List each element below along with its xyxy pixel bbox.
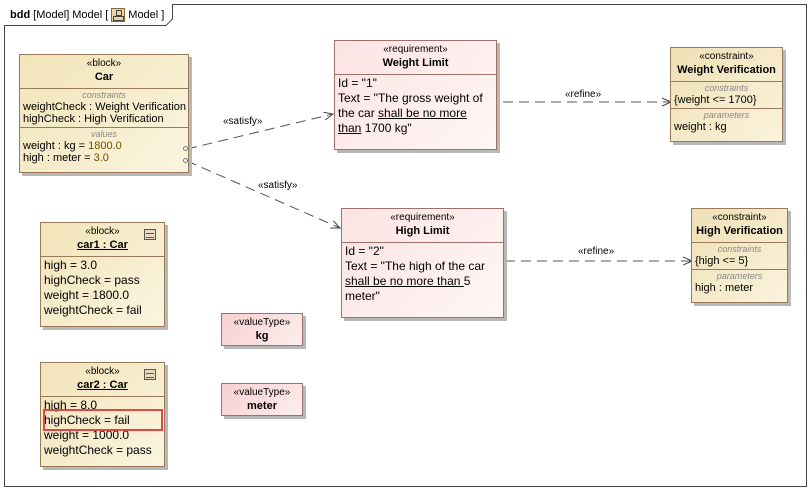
keyword: shall be [345,274,390,288]
stereotype: «requirement» [390,212,455,223]
bracket-close: ] [161,8,165,21]
requirement-text: shall be no more than 5 [345,274,500,289]
value-default: 3.0 [93,152,109,164]
highlight-box [43,409,163,431]
stereotype: «constraint» [699,51,754,62]
satisfy-edge-high[interactable] [186,160,340,228]
keyword: no more [422,106,467,120]
satisfy-edge-weight[interactable] [186,114,333,150]
diagram-kind: bdd [10,8,31,21]
value-property[interactable]: weight : kg = 1800.0 [23,140,185,152]
car-block[interactable]: «block» Car constraints weightCheck : We… [19,54,189,173]
bracket-open: [ [105,8,109,21]
stereotype: «block» [85,226,120,237]
valuetype-name: kg [255,330,269,342]
block-name: Car [94,71,114,83]
requirement-id: Id = "2" [345,244,384,258]
constraint-high-verification[interactable]: «constraint» High Verification constrain… [691,208,788,303]
instance-name: car2 : Car [77,379,128,391]
constraint-property[interactable]: highCheck : High Verification [23,113,164,125]
constraint-weight-verification[interactable]: «constraint» Weight Verification constra… [670,47,783,142]
instance-name: car1 : Car [77,239,128,251]
compartment-label: constraints [82,90,126,100]
slot[interactable]: weightCheck = pass [44,443,152,457]
constraint-expression: {high <= 5} [695,255,749,267]
satisfy-label: «satisfy» [258,180,298,191]
keyword: than [338,121,362,135]
requirement-text: the car shall be no more [338,106,493,121]
requirement-weight-limit[interactable]: «requirement» Weight Limit Id = "1" Text… [334,40,497,150]
frame-name: Model [72,8,103,21]
slot[interactable]: high = 3.0 [44,258,98,272]
requirement-text: Text = "The gross weight of [338,91,483,105]
constraint-property[interactable]: weightCheck : Weight Verification [23,101,187,113]
frame-owner: [Model] [33,8,70,21]
slot[interactable]: weightCheck = fail [44,303,142,317]
compartment-label: constraints [717,244,762,254]
instance-car2[interactable]: «block» car2 : Car high = 8.0 highCheck … [40,362,165,467]
requirement-name: Weight Limit [382,57,449,69]
valuetype-kg[interactable]: «valueType» kg [221,313,303,346]
valuetype-name: meter [247,400,277,412]
block-diagram-icon [111,7,126,22]
valuetype-meter[interactable]: «valueType» meter [221,383,303,416]
value-name: weight : kg = [23,140,89,152]
slot[interactable]: highCheck = fail [44,413,130,427]
stereotype: «requirement» [383,44,448,55]
frame-diagram-name: Model [128,8,159,21]
port-high[interactable] [183,158,188,163]
stereotype: «block» [86,58,122,69]
constraint-name: High Verification [696,225,783,237]
requirement-text: meter" [345,289,380,303]
requirement-id: Id = "1" [338,76,377,90]
requirement-text: than 1700 kg" [338,121,493,136]
value-default: 1800.0 [88,140,122,152]
requirement-high-limit[interactable]: «requirement» High Limit Id = "2" Text =… [341,208,504,318]
requirement-name: High Limit [395,225,450,237]
tab-corner [165,18,174,26]
stereotype: «valueType» [233,317,291,328]
value-property[interactable]: high : meter = 3.0 [23,152,185,164]
compartment-label: values [90,129,117,139]
slot[interactable]: high = 8.0 [44,398,98,412]
frame-tab: bdd [Model] Model[ Model ] [4,4,174,26]
keyword: no more than [389,274,464,288]
slot[interactable]: weight = 1000.0 [44,428,130,442]
port-weight[interactable] [183,146,188,151]
satisfy-label: «satisfy» [223,116,263,127]
text-part: 5 [463,274,471,288]
constraint-parameter: weight : kg [674,121,727,133]
constraint-parameter: high : meter [695,282,754,294]
instance-car1[interactable]: «block» car1 : Car high = 3.0 highCheck … [40,222,165,327]
slot[interactable]: highCheck = pass [44,273,140,287]
compartment-label: parameters [703,110,750,120]
keyword: shall be [378,106,423,120]
slot[interactable]: weight = 1800.0 [44,288,130,302]
compartment-label: parameters [716,271,763,281]
stereotype: «constraint» [712,212,767,223]
value-name: high : meter = [23,152,94,164]
instance-icon [144,229,156,240]
stereotype: «block» [85,366,120,377]
text-part: 1700 kg" [361,121,412,135]
refine-label: «refine» [578,246,615,257]
requirement-text: Text = "The high of the car [345,259,486,273]
stereotype: «valueType» [233,387,291,398]
text-part: the car [338,106,379,120]
constraint-name: Weight Verification [677,64,776,76]
instance-icon [144,369,156,380]
refine-label: «refine» [565,89,602,100]
compartment-label: constraints [704,83,749,93]
constraint-expression: {weight <= 1700} [674,94,757,106]
